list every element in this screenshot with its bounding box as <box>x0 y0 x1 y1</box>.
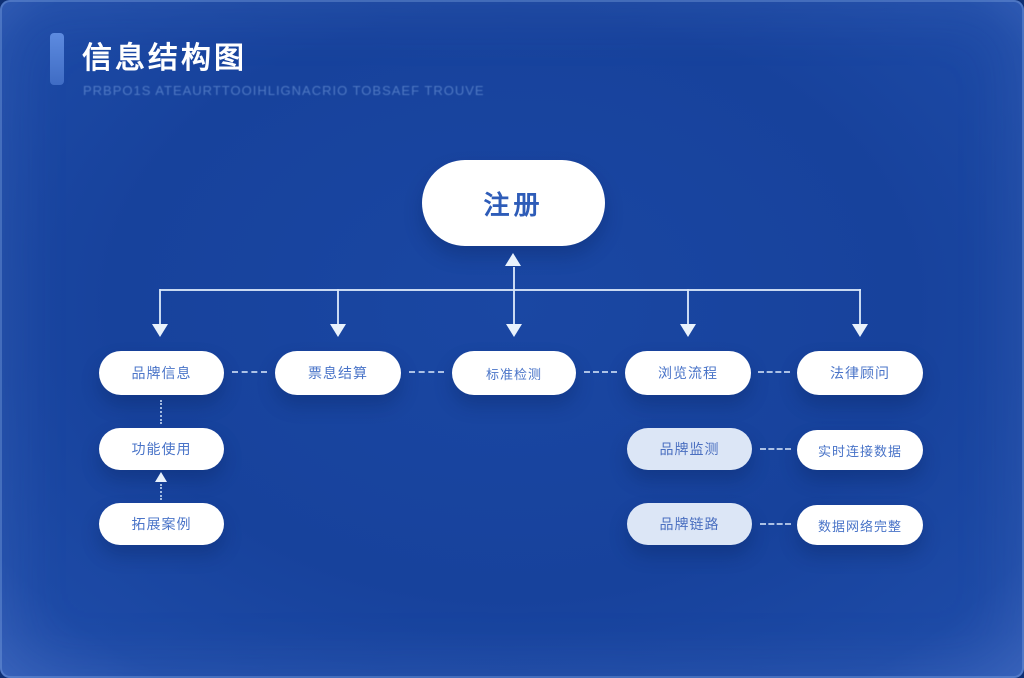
dotted-link-case-to-usage <box>160 484 162 500</box>
dashed-link-3-4 <box>584 371 617 373</box>
arrow-down-1-icon <box>152 324 168 337</box>
connector-drop-4 <box>687 289 689 325</box>
node-right-link-label: 品牌链路 <box>659 516 720 532</box>
node-root-label: 注册 <box>483 189 544 220</box>
title-accent-bar <box>50 33 64 85</box>
arrow-down-4-icon <box>680 324 696 337</box>
node-level1-5: 法律顾问 <box>797 351 923 395</box>
connector-drop-1 <box>159 289 161 325</box>
dashed-link-link-network <box>760 523 791 525</box>
dashed-link-4-5 <box>758 371 790 373</box>
arrow-down-5-icon <box>852 324 868 337</box>
node-level1-4: 浏览流程 <box>625 351 751 395</box>
node-left-usage-label: 功能使用 <box>131 441 192 457</box>
node-level1-3: 标准检测 <box>452 351 576 395</box>
node-left-usage: 功能使用 <box>99 428 224 470</box>
node-right-monitor-label: 品牌监测 <box>659 441 720 457</box>
arrow-down-3-icon <box>506 324 522 337</box>
dashed-link-2-3 <box>409 371 444 373</box>
node-right-network-label: 数据网络完整 <box>817 518 902 534</box>
dashed-link-1-2 <box>232 371 267 373</box>
node-level1-3-label: 标准检测 <box>485 366 542 382</box>
node-right-realtime: 实时连接数据 <box>797 430 923 470</box>
dashed-link-monitor-data <box>760 448 791 450</box>
node-level1-4-label: 浏览流程 <box>658 365 718 381</box>
node-level1-1-label: 品牌信息 <box>131 365 192 381</box>
connector-drop-5 <box>859 289 861 325</box>
node-level1-2-label: 票息结算 <box>308 365 368 381</box>
node-right-monitor: 品牌监测 <box>627 428 752 470</box>
node-right-network: 数据网络完整 <box>797 505 923 545</box>
node-root: 注册 <box>422 160 605 246</box>
page-subtitle: PRBPO1S ATEAURTTOOIHLIGNACRIO TOBSAEF TR… <box>83 83 485 98</box>
connector-root-stem <box>513 267 515 291</box>
node-right-link: 品牌链路 <box>627 503 752 545</box>
connector-main-horizontal <box>160 289 861 291</box>
node-left-case-label: 拓展案例 <box>131 516 192 532</box>
arrow-up-to-root-icon <box>505 253 521 266</box>
node-left-case: 拓展案例 <box>99 503 224 545</box>
node-level1-2: 票息结算 <box>275 351 401 395</box>
arrow-down-2-icon <box>330 324 346 337</box>
page-title: 信息结构图 <box>82 42 247 75</box>
node-level1-5-label: 法律顾问 <box>830 365 890 381</box>
connector-drop-3 <box>513 289 515 325</box>
connector-drop-2 <box>337 289 339 325</box>
node-right-realtime-label: 实时连接数据 <box>817 443 902 459</box>
dotted-link-brand-to-usage <box>160 400 162 424</box>
node-level1-1: 品牌信息 <box>99 351 224 395</box>
arrow-up-usage-icon <box>155 472 167 482</box>
